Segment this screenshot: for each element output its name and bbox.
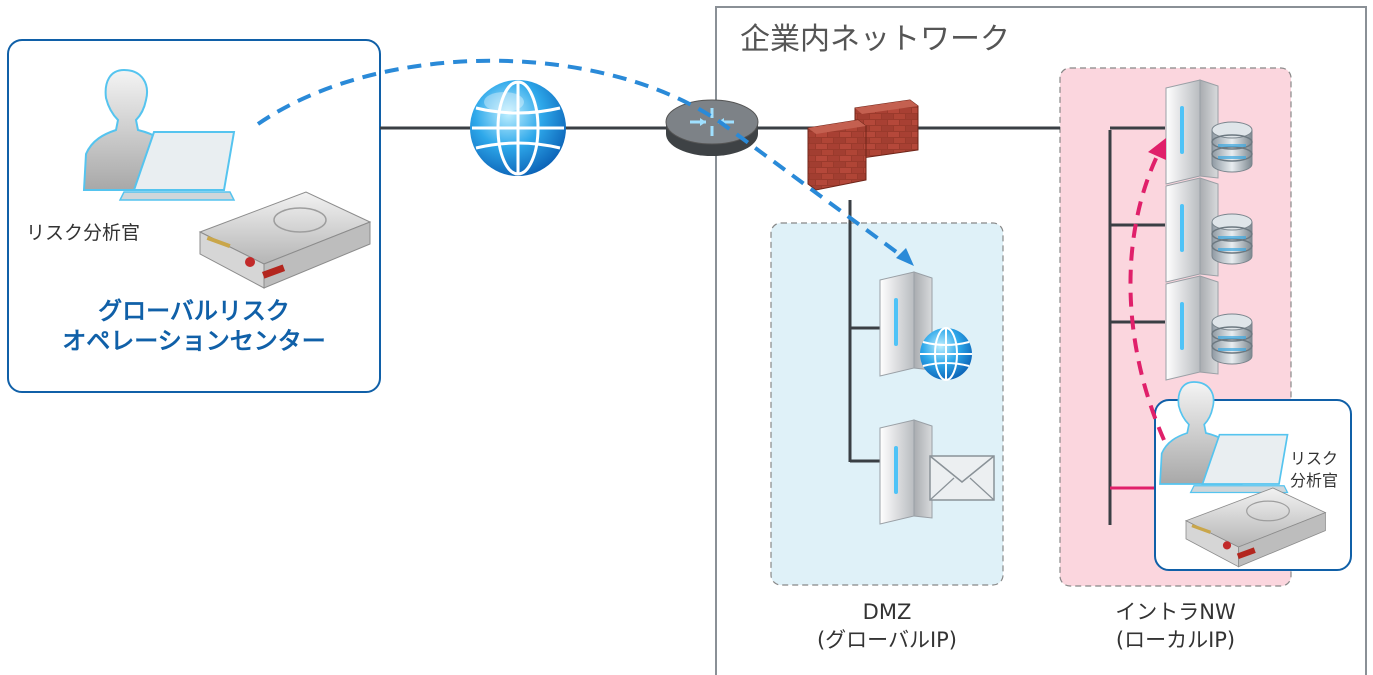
local-access-path [1128,149,1166,441]
router-icon [665,99,759,156]
soc-title: グローバルリスク オペレーションセンター [8,296,380,356]
local-path-arrowhead [1148,138,1166,160]
remote-access-path [256,58,912,264]
local-analyst-label: リスク 分析官 [1290,448,1338,492]
soc-title-line2: オペレーションセンター [62,327,326,355]
mail-envelope-icon [929,455,995,501]
soc-analyst-label: リスク分析官 [26,222,141,244]
dmz-label-line1: DMZ [862,600,912,624]
intranet-label: イントラNW (ローカルIP) [1060,598,1291,654]
dmz-label: DMZ (グローバルIP) [771,598,1003,654]
dmz-zone [770,222,1004,586]
soc-box [7,39,381,393]
internet-globe-icon [470,80,566,176]
dmz-label-line2: (グローバルIP) [816,628,958,652]
firewall-icon [807,99,919,191]
intranet-label-line2: (ローカルIP) [1115,628,1236,652]
local-analyst-label-line2: 分析官 [1290,471,1339,490]
dmz-mail-server-icon [879,419,995,525]
enterprise-network-frame [715,6,1367,675]
intranet-label-line1: イントラNW [1115,600,1236,624]
local-analyst-label-line1: リスク [1290,449,1339,468]
soc-title-line1: グローバルリスク [98,297,290,325]
remote-path-arrowhead [896,248,914,266]
network-title: 企業内ネットワーク [740,22,1010,57]
